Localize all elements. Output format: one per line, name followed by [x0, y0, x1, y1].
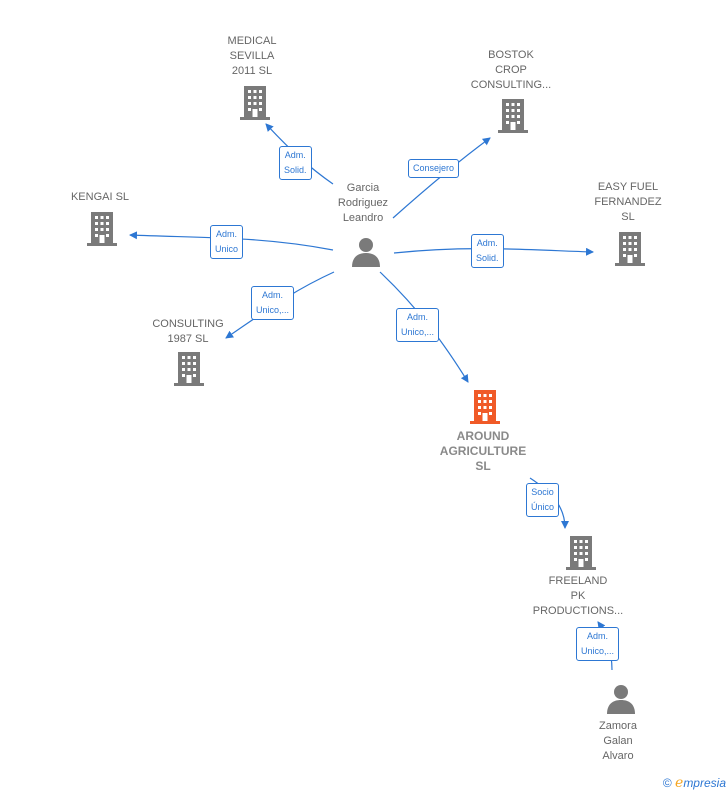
edge-label-to-around[interactable]: Adm. Unico,... — [396, 308, 440, 342]
medical-building-icon[interactable] — [240, 86, 270, 120]
consulting-building-icon[interactable] — [174, 352, 204, 386]
node-label-zamora[interactable]: Zamora Galan Alvaro — [599, 720, 637, 762]
brand-name: mpresia — [683, 776, 726, 790]
edge-label-around-to-freeland[interactable]: Socio Único — [526, 483, 560, 517]
edge-label-to-kengai[interactable]: Adm. Unico — [210, 225, 244, 259]
edge-label-to-easyfuel[interactable]: Adm. Solid. — [471, 234, 504, 268]
garcia-person-icon[interactable] — [352, 238, 380, 267]
node-label-medical[interactable]: MEDICAL SEVILLA 2011 SL — [227, 35, 277, 77]
edge-label-to-bostok[interactable]: Consejero — [408, 159, 460, 178]
edge-label-to-consulting[interactable]: Adm. Unico,... — [251, 286, 295, 320]
node-label-garcia[interactable]: Garcia Rodriguez Leandro — [337, 182, 389, 224]
node-label-easyfuel[interactable]: EASY FUEL FERNANDEZ SL — [594, 181, 662, 223]
zamora-person-icon[interactable] — [607, 685, 635, 714]
easyfuel-building-icon[interactable] — [615, 232, 645, 266]
copyright-icon: © — [662, 776, 672, 790]
brand-initial: e — [675, 775, 684, 791]
around-building-icon[interactable] — [470, 390, 500, 424]
edge-label-zamora-to-freeland[interactable]: Adm. Unico,... — [576, 627, 620, 661]
freeland-building-icon[interactable] — [566, 536, 596, 570]
node-label-consulting[interactable]: CONSULTING 1987 SL — [152, 318, 224, 345]
bostok-building-icon[interactable] — [498, 99, 528, 133]
node-label-bostok[interactable]: BOSTOK CROP CONSULTING... — [470, 49, 552, 91]
node-label-freeland[interactable]: FREELAND PK PRODUCTIONS... — [532, 575, 624, 617]
edge-label-to-medical[interactable]: Adm. Solid. — [279, 146, 312, 180]
node-label-kengai[interactable]: KENGAI SL — [70, 191, 130, 203]
node-label-around[interactable]: AROUND AGRICULTURE SL — [439, 429, 527, 473]
footer-brand: © empresia — [663, 775, 726, 791]
kengai-building-icon[interactable] — [87, 212, 117, 246]
